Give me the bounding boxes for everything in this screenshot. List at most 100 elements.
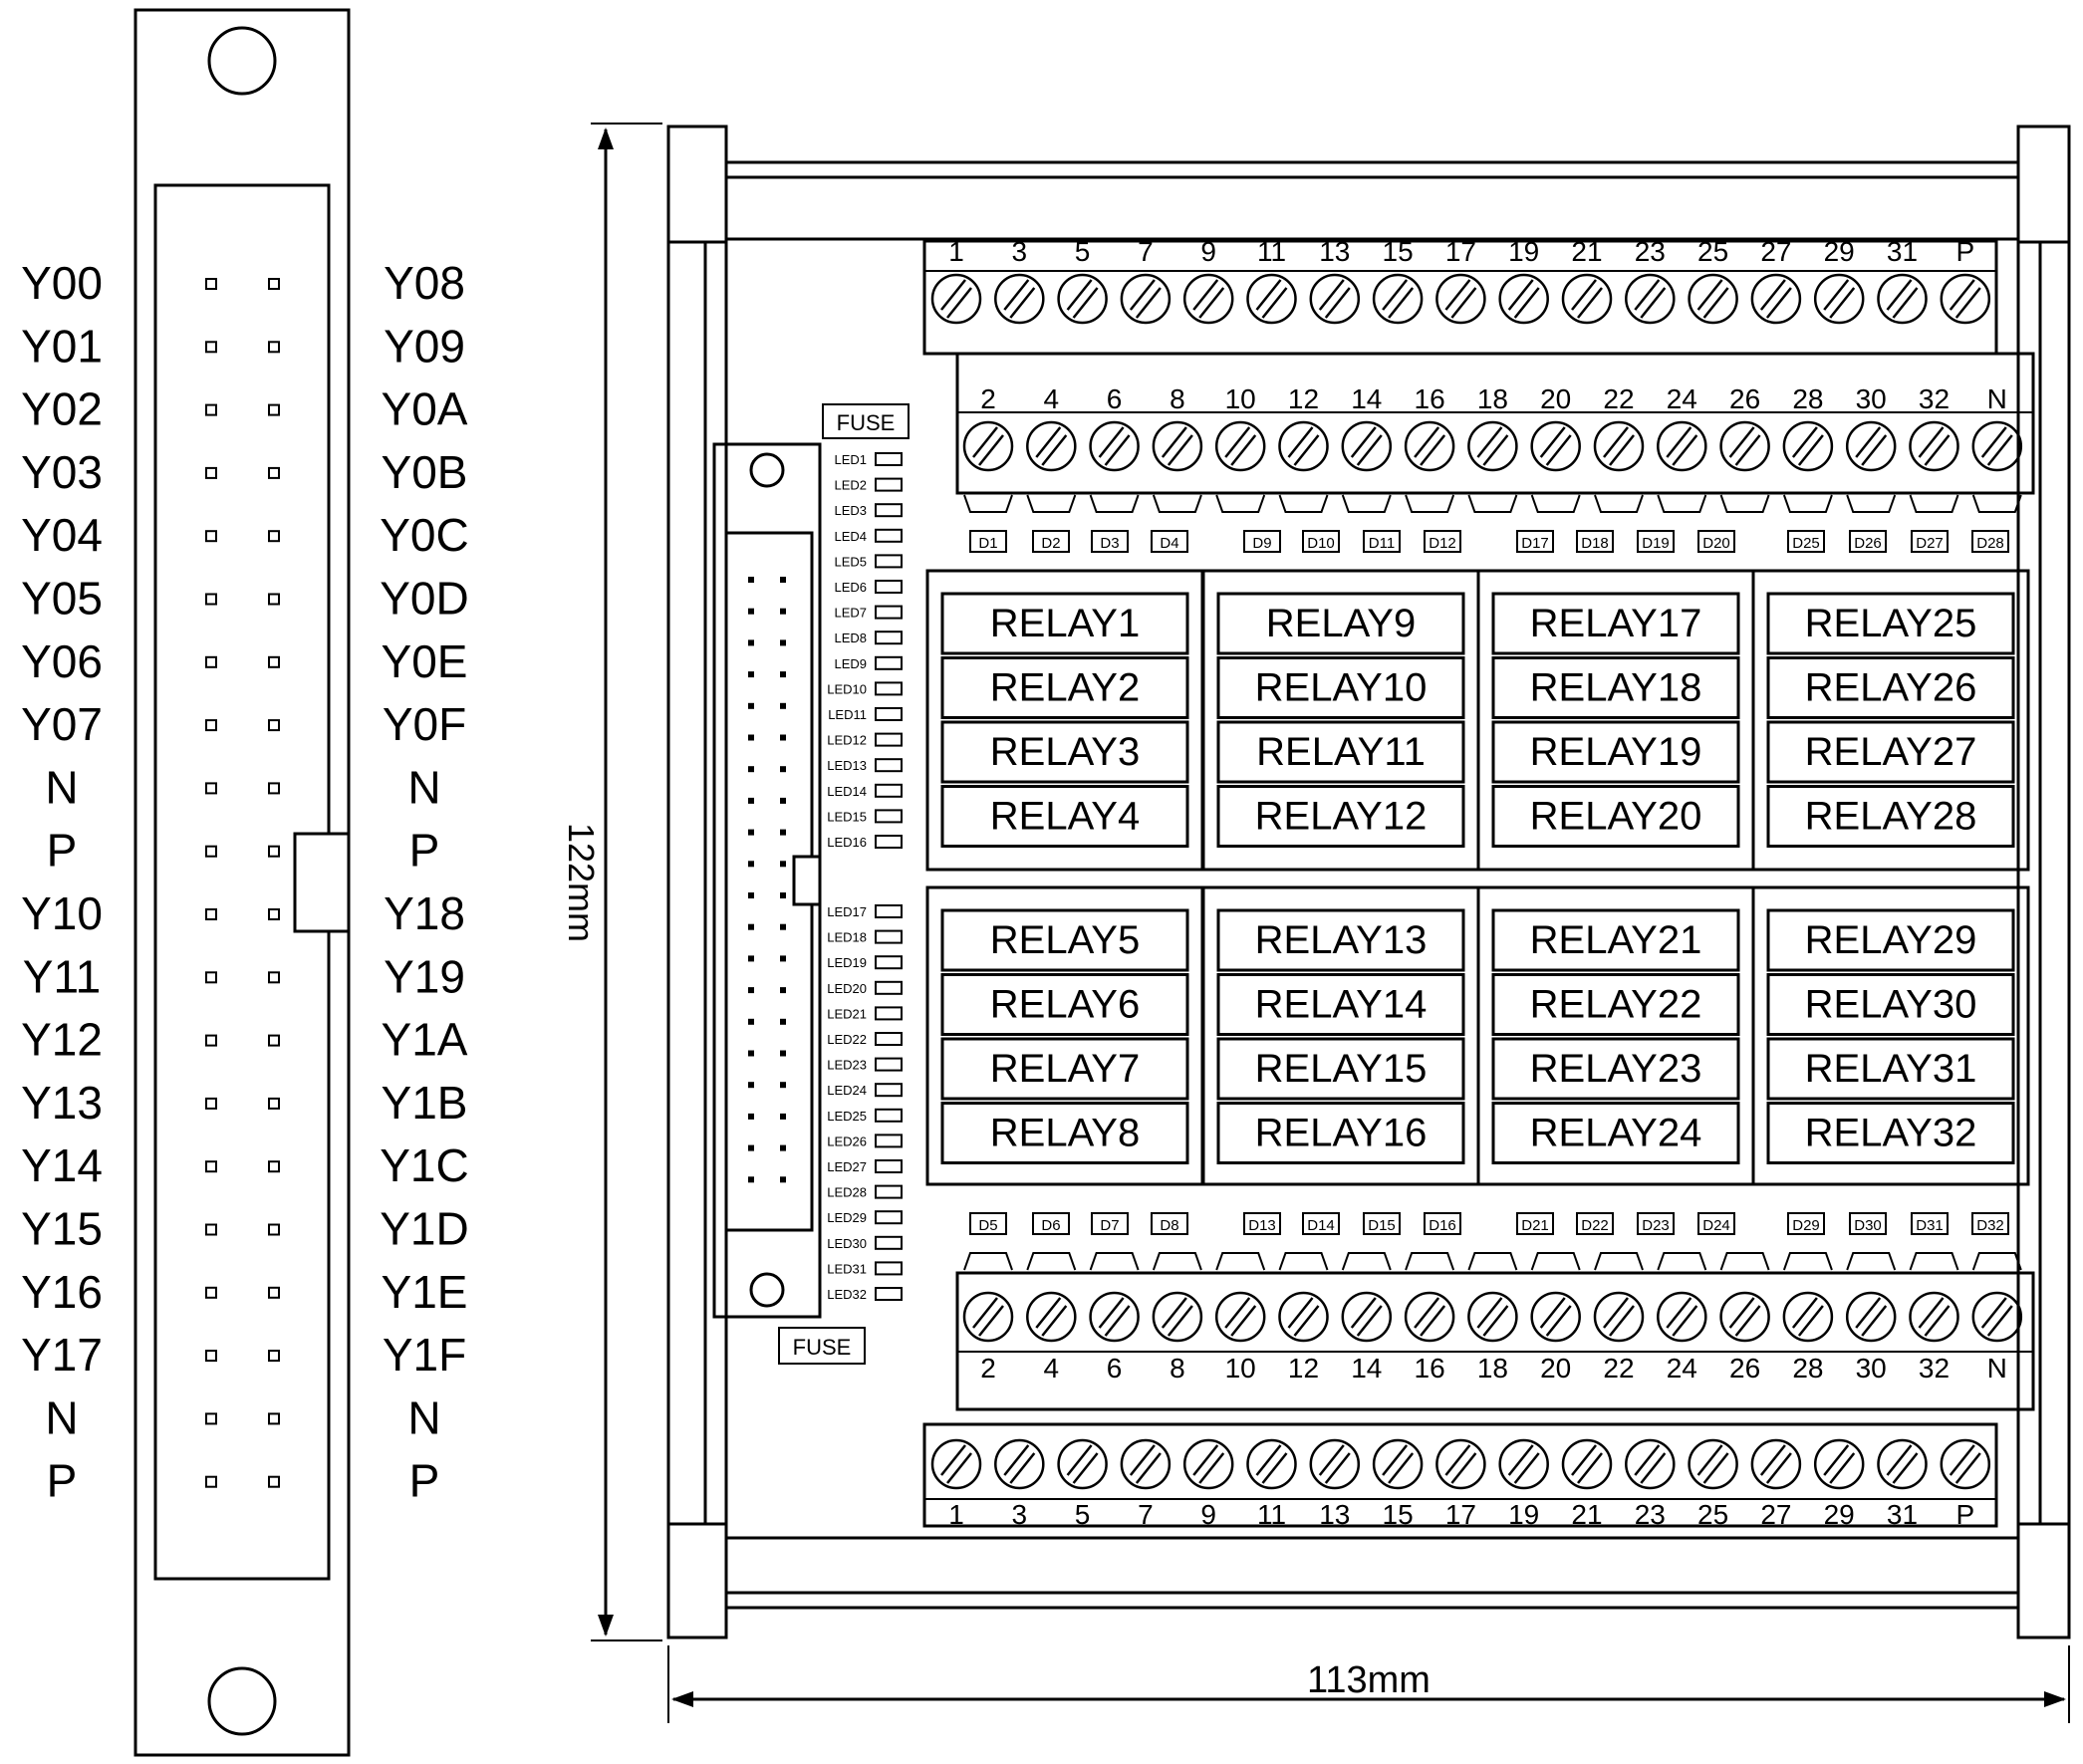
diode-box xyxy=(1151,530,1188,553)
diode-box xyxy=(1091,1212,1129,1235)
pin-label-left: Y13 xyxy=(21,1077,103,1129)
pin-label-right: Y18 xyxy=(384,887,465,939)
idc-pin xyxy=(780,766,786,773)
pin-label-left: Y11 xyxy=(23,950,101,1002)
board-frame xyxy=(666,125,2071,1639)
diode-label: D9 xyxy=(1252,535,1271,552)
relay xyxy=(1216,785,1465,848)
diode-label: D8 xyxy=(1160,1217,1178,1234)
terminal-label: 17 xyxy=(1445,1499,1476,1530)
led-label: LED12 xyxy=(827,733,867,748)
pin-right xyxy=(268,1350,280,1363)
relay-label: RELAY13 xyxy=(1255,918,1428,962)
terminal-screw xyxy=(1940,1438,1991,1490)
terminal-label: 14 xyxy=(1351,1353,1382,1384)
diode-label: D6 xyxy=(1041,1217,1060,1234)
relay xyxy=(1216,973,1465,1036)
terminal-label: 31 xyxy=(1887,236,1918,267)
terminal-screw xyxy=(1845,1291,1897,1343)
terminal-label: 21 xyxy=(1571,1499,1602,1530)
idc-pin xyxy=(780,892,786,898)
diode-box xyxy=(1363,1212,1401,1235)
terminal-screw xyxy=(1089,1291,1140,1343)
pin-right xyxy=(268,655,280,668)
relay-label: RELAY27 xyxy=(1805,730,1977,774)
pin-right xyxy=(268,341,280,354)
idc-pin xyxy=(780,1018,786,1025)
led-indicator xyxy=(875,1210,903,1225)
terminal-label: 28 xyxy=(1792,1353,1823,1384)
relay xyxy=(1766,1037,2015,1101)
terminal-label: 25 xyxy=(1697,1499,1728,1530)
pin-left xyxy=(205,845,217,858)
pin-label-left: Y06 xyxy=(21,635,103,687)
terminal-label: 7 xyxy=(1138,1499,1154,1530)
terminal-screw xyxy=(1498,273,1549,325)
fuse-label-top: FUSE xyxy=(837,410,896,435)
led-indicator xyxy=(875,1235,903,1250)
terminal-label: 23 xyxy=(1635,1499,1666,1530)
terminal-tab xyxy=(1719,494,1770,513)
diode-label: D20 xyxy=(1702,535,1730,552)
pin-label-left: Y16 xyxy=(21,1266,103,1318)
terminal-label: 11 xyxy=(1257,1499,1286,1530)
diode-box xyxy=(1849,530,1887,553)
idc-pin xyxy=(748,734,754,741)
relay xyxy=(1216,720,1465,784)
terminal-screw xyxy=(1940,273,1991,325)
diode-box xyxy=(1151,1212,1188,1235)
relay-label: RELAY26 xyxy=(1805,666,1977,710)
idc-pin xyxy=(748,955,754,962)
diode-label: D17 xyxy=(1521,535,1549,552)
pin-left xyxy=(205,593,217,606)
terminal-screw xyxy=(1214,420,1266,472)
diode-box xyxy=(1032,1212,1070,1235)
diode-label: D19 xyxy=(1642,535,1670,552)
relay-label: RELAY15 xyxy=(1255,1047,1428,1091)
led-label: LED1 xyxy=(834,452,867,467)
led-indicator xyxy=(875,783,903,798)
terminal-label: 30 xyxy=(1856,1353,1887,1384)
pin-label-right: Y0B xyxy=(382,446,468,498)
mounting-hole-top xyxy=(207,26,277,96)
led-indicator xyxy=(875,1032,903,1046)
pin-right xyxy=(268,403,280,416)
terminal-label: 13 xyxy=(1319,1499,1350,1530)
pin-left xyxy=(205,655,217,668)
pin-right xyxy=(268,719,280,732)
terminal-label: 6 xyxy=(1107,383,1123,414)
led-label: LED18 xyxy=(827,930,867,945)
relay-label: RELAY7 xyxy=(990,1047,1140,1091)
relay-label: RELAY21 xyxy=(1530,918,1702,962)
terminal-tab xyxy=(1594,494,1644,513)
idc-pin xyxy=(748,766,754,773)
pin-right xyxy=(268,1286,280,1299)
pin-label-left: P xyxy=(47,1455,78,1507)
idc-pin xyxy=(780,1082,786,1089)
led-label: LED5 xyxy=(834,554,867,569)
terminal-screw xyxy=(1719,420,1770,472)
relay xyxy=(1216,1037,1465,1101)
relay-label: RELAY8 xyxy=(990,1112,1140,1155)
terminal-screw xyxy=(1909,420,1959,472)
led-label: LED27 xyxy=(827,1159,867,1174)
pin-label-right: Y09 xyxy=(384,320,465,372)
idc-pin xyxy=(748,1113,754,1120)
terminal-label: 15 xyxy=(1383,236,1414,267)
relay-label: RELAY9 xyxy=(1266,602,1416,645)
relay-label: RELAY22 xyxy=(1530,983,1702,1027)
terminal-label: 3 xyxy=(1012,236,1028,267)
terminal-label: 29 xyxy=(1824,1499,1855,1530)
terminal-tab xyxy=(1719,1252,1770,1271)
relay-label: RELAY1 xyxy=(990,602,1140,645)
relay-label: RELAY23 xyxy=(1530,1047,1702,1091)
terminal-screw xyxy=(1657,1291,1707,1343)
led-label: LED4 xyxy=(834,529,867,544)
terminal-tab xyxy=(963,494,1013,513)
diode-label: D13 xyxy=(1248,1217,1276,1234)
terminal-screw xyxy=(1026,1291,1077,1343)
led-label: LED26 xyxy=(827,1134,867,1148)
idc-pin xyxy=(780,797,786,804)
relay-label: RELAY24 xyxy=(1530,1112,1702,1155)
terminal-label: P xyxy=(1955,236,1974,267)
